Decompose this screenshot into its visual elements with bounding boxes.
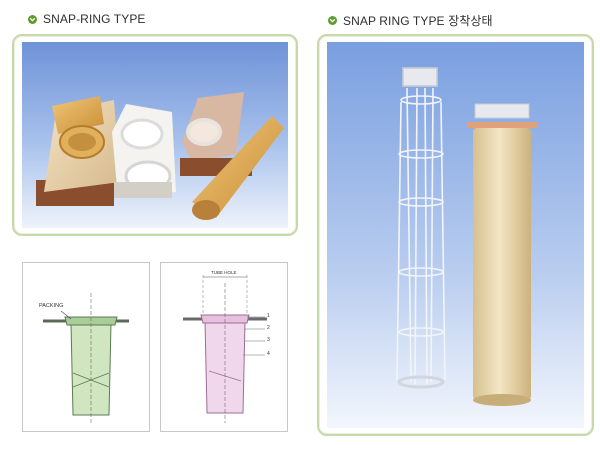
cage-and-bag-illustration xyxy=(327,42,584,428)
callout-2: 2 xyxy=(267,325,270,331)
left-heading-text: SNAP-RING TYPE xyxy=(43,12,146,26)
installed-photo-frame xyxy=(317,34,594,436)
right-heading-text: SNAP RING TYPE 장착상태 xyxy=(343,14,493,28)
packing-label: PACKING xyxy=(39,303,64,309)
right-heading: SNAP RING TYPE 장착상태 xyxy=(328,12,493,29)
callout-3: 3 xyxy=(267,337,270,343)
packing-cross-section xyxy=(23,263,149,431)
left-heading: SNAP-RING TYPE xyxy=(28,12,146,26)
chevron-bullet-icon xyxy=(28,14,37,24)
snap-ring-photo-frame xyxy=(12,34,298,236)
chevron-bullet-icon xyxy=(328,16,337,25)
tube-hole-label: TUBE HOLE xyxy=(211,270,237,275)
tube-hole-cross-section xyxy=(161,263,287,431)
packing-section-drawing: PACKING xyxy=(22,262,150,432)
filter-bags-photo xyxy=(22,42,288,228)
callout-1: 1 xyxy=(267,313,270,319)
tube-hole-section-drawing: TUBE HOLE 1 2 3 4 xyxy=(160,262,288,432)
installed-filter-photo xyxy=(327,42,584,428)
filter-bags-illustration xyxy=(22,42,288,228)
callout-4: 4 xyxy=(267,351,270,357)
